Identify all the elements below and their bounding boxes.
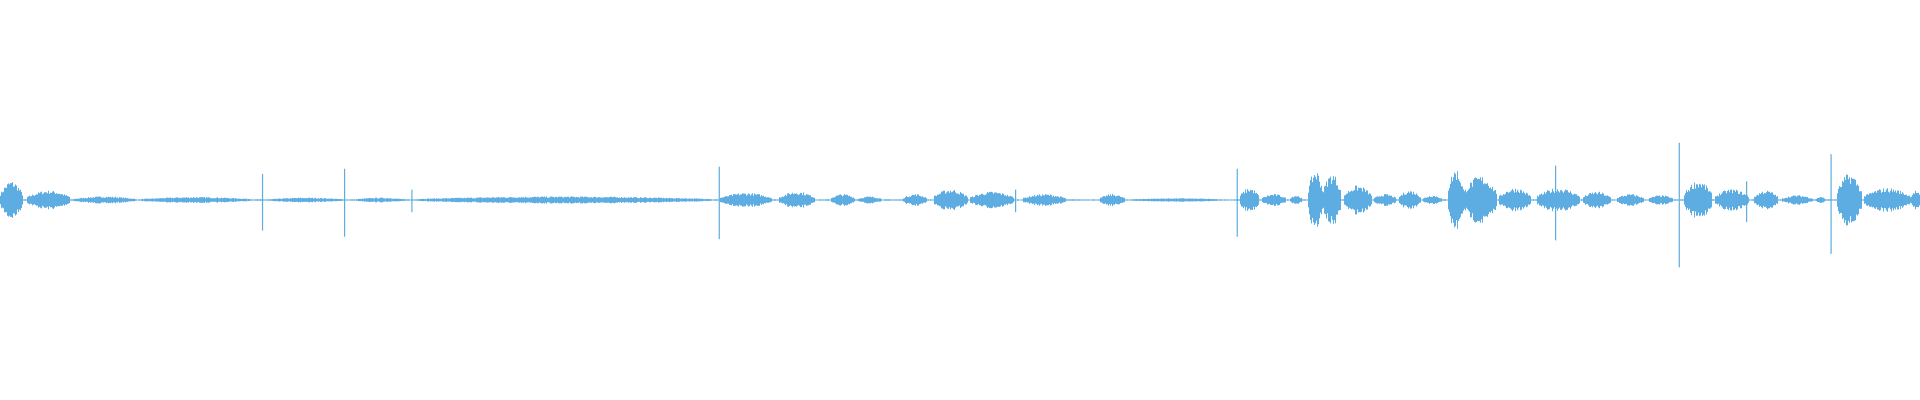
waveform-body	[0, 171, 1920, 229]
